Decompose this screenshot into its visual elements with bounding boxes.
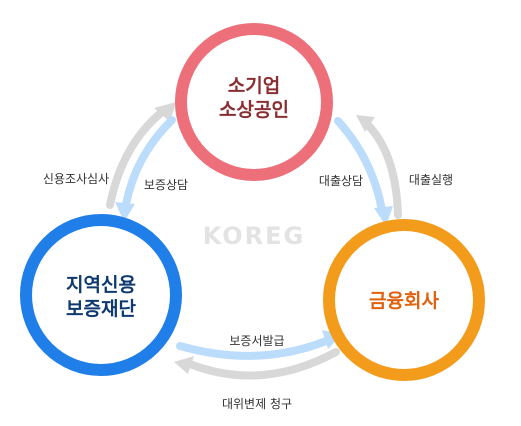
- label-loan-consult: 대출상담: [319, 174, 363, 188]
- label-credit-review: 신용조사심사: [43, 172, 109, 186]
- credit-foundation-label-1: 지역신용: [66, 274, 136, 296]
- label-guarantee-issue: 보증서발급: [229, 334, 284, 348]
- label-subrogation-claim: 대위변제 청구: [222, 397, 292, 411]
- arrow-credit-review: [106, 108, 166, 209]
- small-business-label-2: 소상공인: [219, 99, 289, 121]
- arrow-guarantee-consult-head: [115, 202, 135, 222]
- node-small-business: 소기업 소상공인: [175, 23, 333, 181]
- node-financial-company: 금융회사: [323, 219, 485, 381]
- arrow-loan-execution-head: [356, 115, 375, 132]
- small-business-label-1: 소기업: [228, 75, 280, 97]
- arrow-loan-consult-head: [374, 206, 393, 226]
- label-loan-execution: 대출실행: [409, 172, 453, 187]
- node-credit-foundation: 지역신용 보증재단: [20, 214, 182, 376]
- arrow-subrogation: [186, 348, 340, 380]
- arrow-subrogation-head: [174, 356, 194, 374]
- credit-foundation-label-2: 보증재단: [66, 298, 136, 320]
- arrow-guarantee-issue: [176, 337, 330, 360]
- arrow-guarantee-consult: [122, 116, 176, 208]
- label-guarantee-consult: 보증상담: [144, 178, 188, 192]
- koreg-watermark: KOREG: [203, 222, 306, 250]
- arrow-loan-consult: [334, 117, 386, 214]
- financial-company-label: 금융회사: [369, 290, 439, 312]
- arrow-loan-execution: [362, 119, 402, 219]
